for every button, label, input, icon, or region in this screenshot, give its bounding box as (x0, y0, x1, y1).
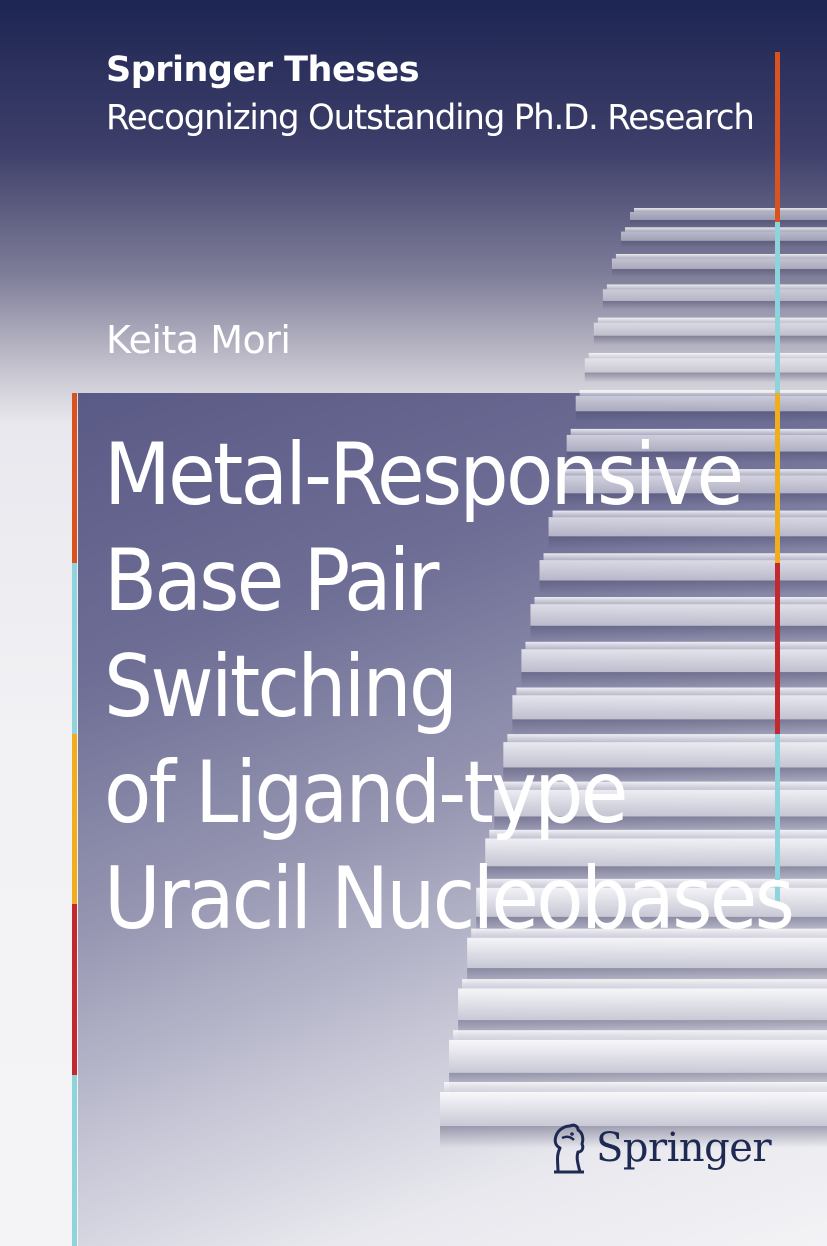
step-shadow (494, 816, 827, 834)
step (485, 838, 827, 867)
step (548, 517, 827, 537)
step-shadow (521, 672, 827, 688)
step (449, 1039, 827, 1073)
accent-bar-left-orange (72, 393, 77, 563)
step (602, 289, 827, 302)
accent-bar-left-cyan-2 (72, 1075, 77, 1246)
step (593, 322, 827, 336)
step-shadow (620, 240, 827, 248)
step (440, 1092, 827, 1126)
accent-bar-left-yellow (72, 734, 77, 904)
step-shadow (584, 372, 827, 383)
step-top (597, 317, 827, 323)
step-top (561, 469, 827, 476)
step (620, 231, 827, 241)
book-title-line-1: Metal-Responsive (104, 425, 744, 525)
step-shadow (512, 719, 827, 736)
step-shadow (503, 767, 827, 785)
accent-bar-right-cyan (775, 222, 780, 393)
step-top (462, 979, 827, 989)
step-top (570, 428, 827, 435)
step (575, 395, 827, 412)
publisher-name: Springer (596, 1125, 772, 1171)
book-title-line-4: of Ligand-type (104, 743, 628, 843)
step-top (534, 597, 827, 605)
step-shadow (557, 493, 827, 506)
step-top (552, 510, 827, 518)
step-top (480, 878, 827, 888)
step-top (525, 641, 827, 650)
book-title-line-5: Uracil Nucleobases (104, 849, 795, 949)
step-top (579, 390, 827, 396)
step-top (634, 208, 827, 212)
step-shadow (440, 1126, 827, 1148)
step-shadow (630, 220, 827, 226)
step-shadow (611, 269, 827, 277)
step (458, 988, 827, 1021)
accent-bar-right-red (775, 563, 780, 734)
step-top (453, 1030, 827, 1040)
series-name: Springer Theses (106, 50, 420, 90)
step-top (624, 227, 827, 232)
step-top (507, 734, 827, 743)
step-top (444, 1082, 827, 1092)
step (521, 649, 827, 673)
step (557, 475, 827, 494)
book-title-line-2: Base Pair (104, 531, 439, 631)
publisher-logo: Springer (548, 1118, 772, 1178)
step (476, 887, 827, 917)
accent-bar-right-orange (775, 52, 780, 222)
accent-bar-right-cyan-2 (775, 734, 780, 904)
accent-bar-left-cyan (72, 563, 77, 734)
step (494, 789, 827, 817)
step (584, 358, 827, 373)
series-subtitle: Recognizing Outstanding Ph.D. Research (106, 98, 755, 138)
step-top (588, 352, 827, 359)
step (530, 604, 827, 626)
step (566, 434, 827, 452)
step (539, 560, 827, 581)
step (467, 937, 827, 969)
step-shadow (530, 625, 827, 641)
step (503, 742, 827, 768)
step (611, 258, 827, 270)
author-name: Keita Mori (106, 318, 291, 362)
step-shadow (593, 335, 827, 345)
step-top (615, 253, 827, 259)
step (630, 212, 827, 220)
step-top (606, 284, 827, 290)
accent-bar-left-red (72, 904, 77, 1075)
step-shadow (602, 301, 827, 310)
step-shadow (575, 411, 827, 422)
step-top (543, 553, 827, 561)
step-top (516, 687, 827, 696)
book-title-line-3: Switching (104, 637, 458, 737)
step (512, 695, 827, 720)
step-top (498, 781, 827, 790)
step-top (471, 928, 827, 938)
horse-head-icon (553, 1123, 585, 1174)
step-shadow (539, 580, 827, 595)
accent-bar-right-yellow (775, 393, 780, 563)
step-shadow (548, 536, 827, 550)
step-top (489, 829, 827, 839)
step-shadow (566, 451, 827, 463)
